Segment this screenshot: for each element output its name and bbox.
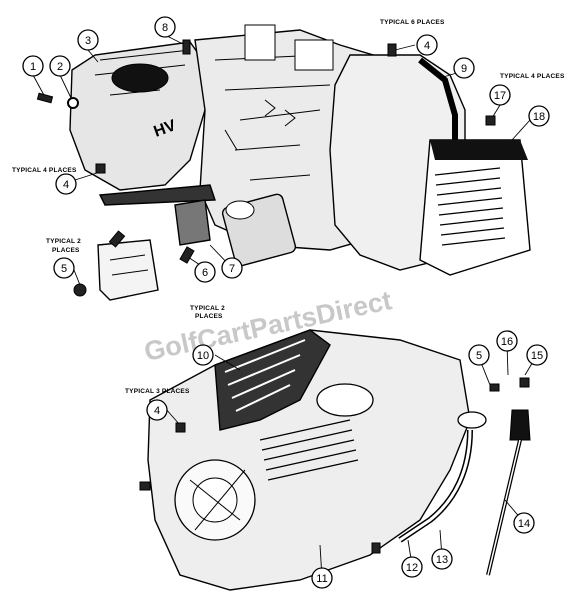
svg-text:3: 3 xyxy=(85,35,91,47)
head-marking: HV xyxy=(152,117,179,141)
lower-engine-assembly xyxy=(147,329,531,591)
svg-text:15: 15 xyxy=(531,350,543,362)
note-typical-4-places-right: TYPICAL 4 PLACES xyxy=(500,73,565,80)
svg-text:16: 16 xyxy=(501,336,513,348)
callout-7: 7 xyxy=(221,257,243,279)
callout-15: 15 xyxy=(526,344,548,366)
svg-text:18: 18 xyxy=(533,111,545,123)
callout-11: 11 xyxy=(311,567,333,589)
callout-10: 10 xyxy=(192,344,214,366)
callout-16: 16 xyxy=(496,330,518,352)
note-typical-2-places-a: TYPICAL 2 xyxy=(46,238,81,245)
callout-17: 17 xyxy=(489,84,511,106)
callout-9: 9 xyxy=(453,57,475,79)
callout-12: 12 xyxy=(401,556,423,578)
callout-4-lower: 4 xyxy=(146,399,168,421)
svg-text:7: 7 xyxy=(229,263,235,275)
svg-text:4: 4 xyxy=(424,40,430,52)
svg-text:5: 5 xyxy=(476,350,482,362)
note-typical-3-places: TYPICAL 3 PLACES xyxy=(125,388,190,395)
svg-text:4: 4 xyxy=(63,179,69,191)
callout-14: 14 xyxy=(513,512,535,534)
svg-text:10: 10 xyxy=(197,350,209,362)
shroud-grille xyxy=(419,139,531,276)
callout-4-left: 4 xyxy=(55,173,77,195)
svg-text:1: 1 xyxy=(30,61,36,73)
hardware xyxy=(36,39,530,554)
svg-text:2: 2 xyxy=(57,61,63,73)
oil-filter xyxy=(221,193,297,267)
callout-18: 18 xyxy=(528,105,550,127)
callout-1: 1 xyxy=(22,55,44,77)
callout-6: 6 xyxy=(194,261,216,283)
svg-text:8: 8 xyxy=(162,22,168,34)
callouts: 1 2 3 8 4 9 17 18 4 5 6 7 10 4 5 16 15 1… xyxy=(22,16,550,589)
note-typical-2-places-b: TYPICAL 2 xyxy=(190,305,225,312)
note-typical-2-places-b2: PLACES xyxy=(195,313,223,320)
note-typical-2-places-a2: PLACES xyxy=(52,247,80,254)
callout-4-top: 4 xyxy=(416,34,438,56)
callout-3: 3 xyxy=(77,29,99,51)
svg-text:9: 9 xyxy=(461,63,467,75)
callout-8: 8 xyxy=(154,16,176,38)
svg-text:4: 4 xyxy=(154,405,160,417)
svg-text:17: 17 xyxy=(494,90,506,102)
callout-2: 2 xyxy=(49,55,71,77)
svg-text:11: 11 xyxy=(316,573,327,585)
dipstick xyxy=(486,409,531,576)
callout-5-upper: 5 xyxy=(53,257,75,279)
svg-text:13: 13 xyxy=(436,554,448,566)
note-typical-4-places-left: TYPICAL 4 PLACES xyxy=(12,167,77,174)
ignition-module xyxy=(97,239,159,301)
svg-text:14: 14 xyxy=(518,518,530,530)
head-cover xyxy=(69,41,211,191)
leader-lines xyxy=(32,34,538,579)
upper-engine-assembly: HV xyxy=(69,24,531,301)
callout-5-lower: 5 xyxy=(468,344,490,366)
callout-13: 13 xyxy=(431,548,453,570)
typical-notes: TYPICAL 6 PLACES TYPICAL 4 PLACES TYPICA… xyxy=(12,19,565,395)
svg-text:6: 6 xyxy=(202,267,208,279)
note-typical-6-places: TYPICAL 6 PLACES xyxy=(380,19,445,26)
svg-text:12: 12 xyxy=(406,562,418,574)
svg-text:5: 5 xyxy=(61,263,67,275)
